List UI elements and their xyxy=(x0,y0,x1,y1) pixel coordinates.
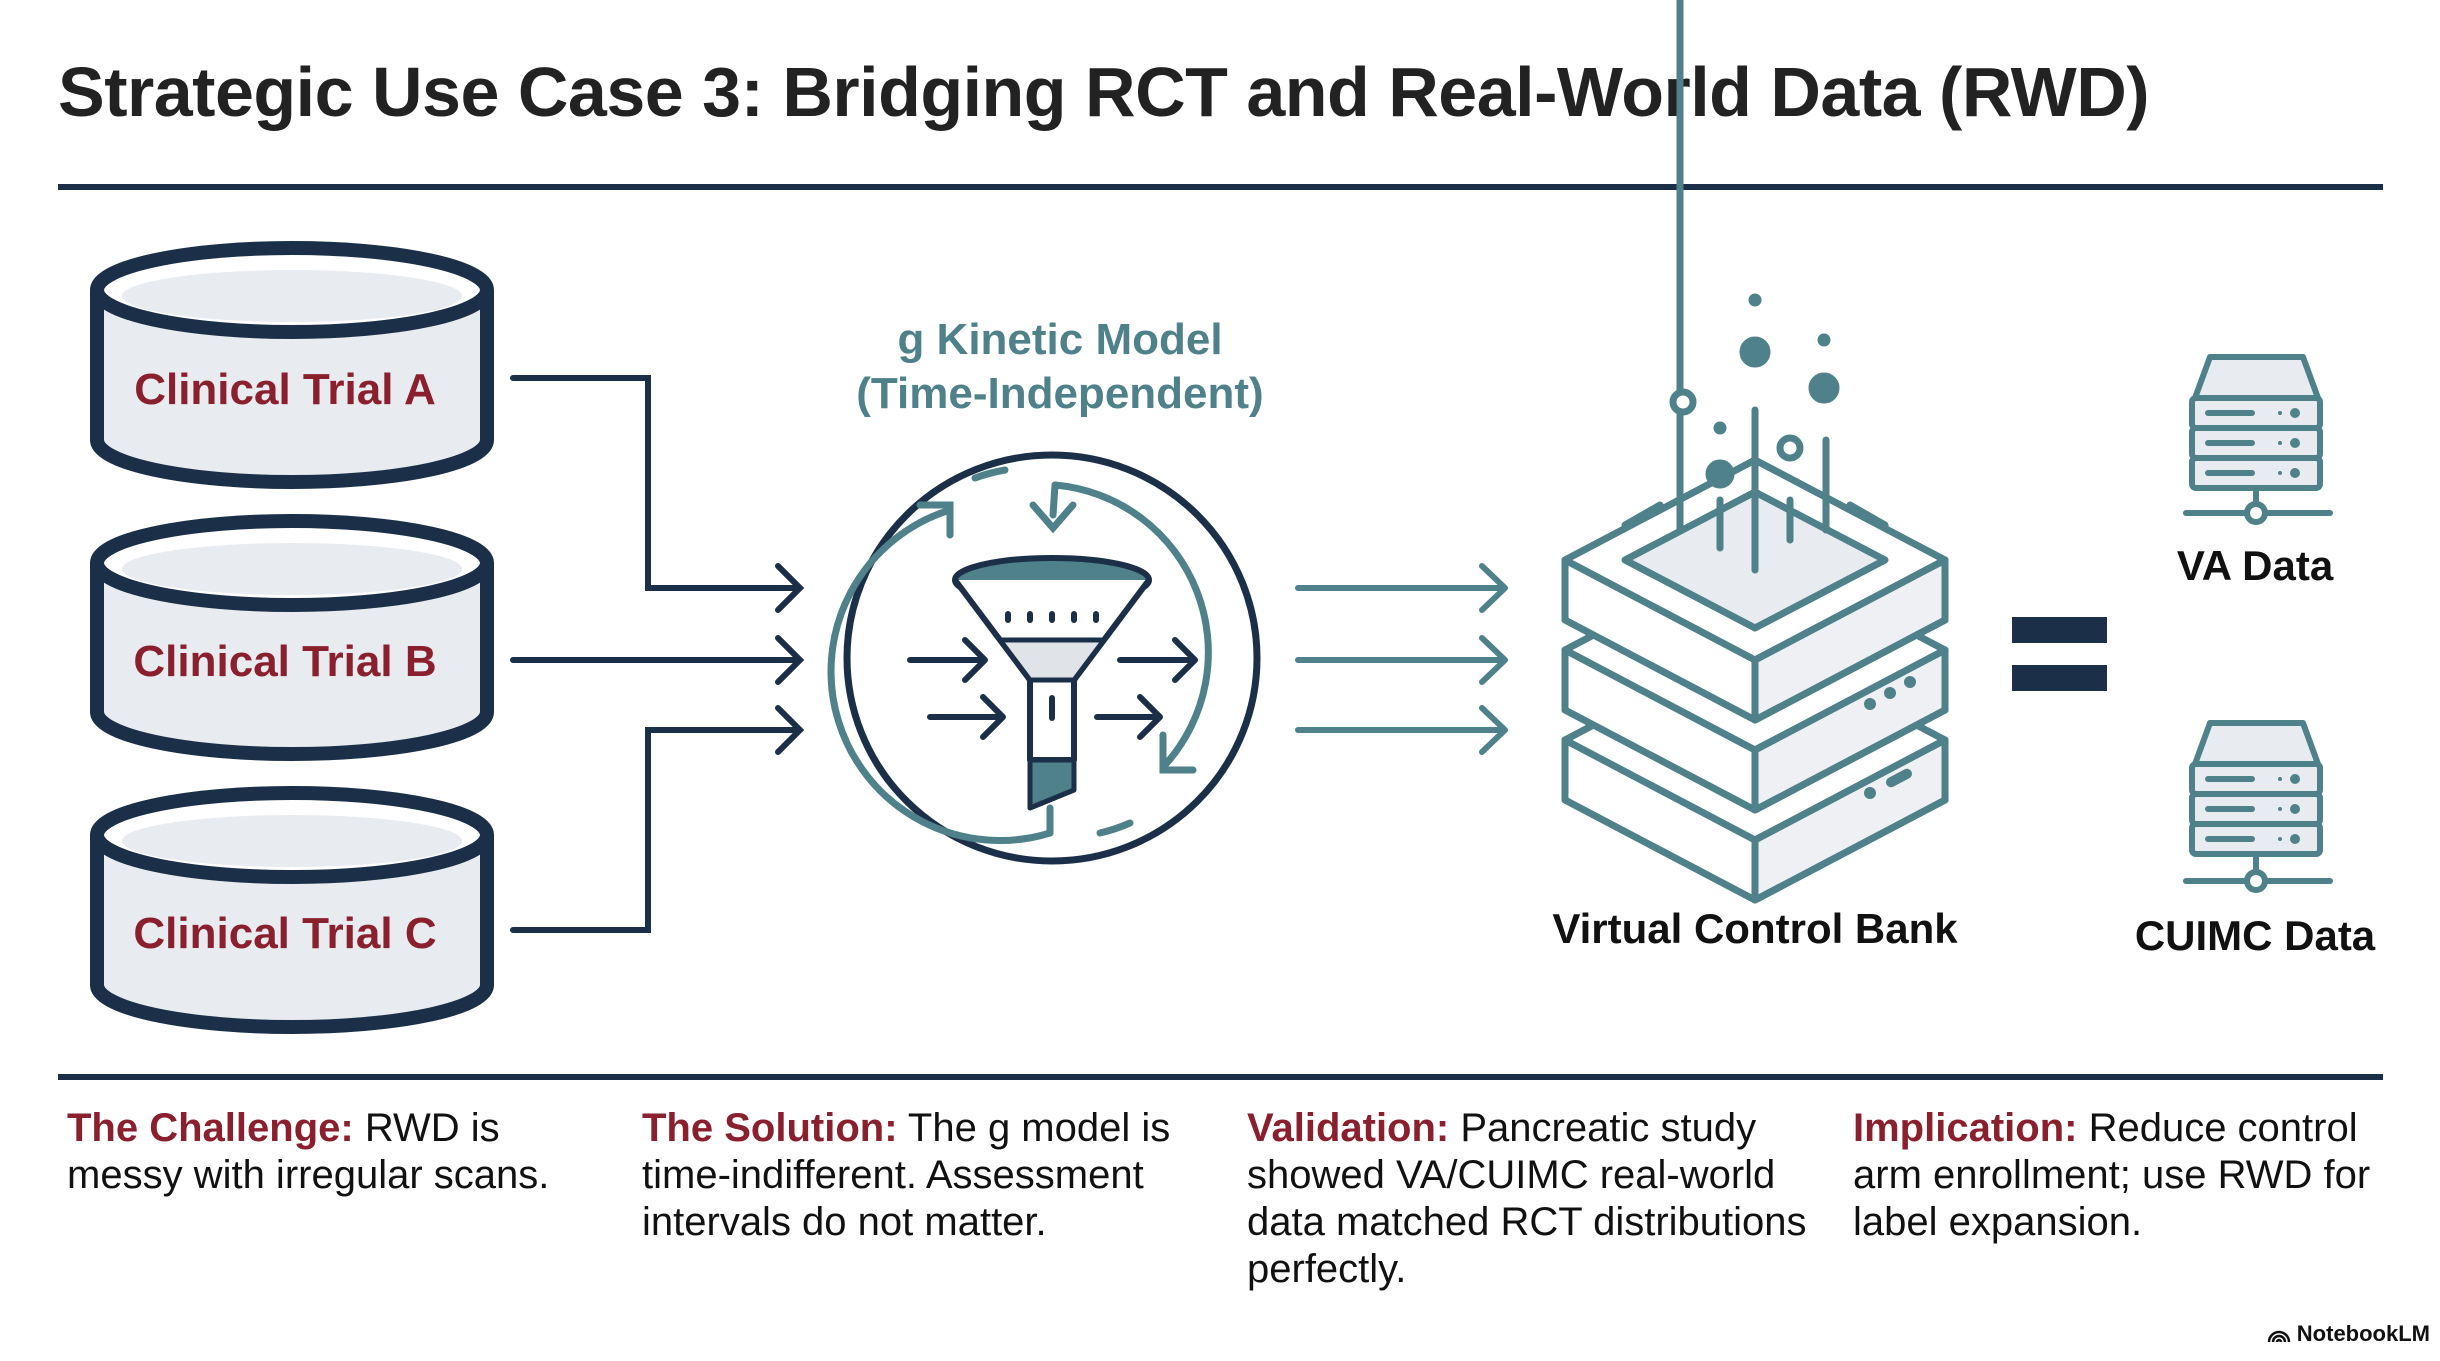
connector-arrow-b xyxy=(510,635,805,685)
title-divider xyxy=(58,184,2383,190)
source-label: Clinical Trial C xyxy=(133,909,436,958)
cuimc-data-label: CUIMC Data xyxy=(2134,912,2376,959)
server-icon-cuimc xyxy=(2183,720,2333,893)
notebooklm-logo-icon xyxy=(2267,1330,2291,1343)
funnel-cycle-icon xyxy=(827,451,1261,865)
validation-text: Pancreatic study showed VA/CUIMC real-wo… xyxy=(1247,1106,1807,1291)
source-label: Clinical Trial A xyxy=(134,365,436,414)
page-title: Strategic Use Case 3: Bridging RCT and R… xyxy=(58,53,2150,131)
solution-column: The Solution: The g model is time-indiff… xyxy=(642,1105,1182,1246)
output-arrow-1 xyxy=(1295,563,1508,613)
brand-label: NotebookLM xyxy=(2296,1321,2430,1346)
solution-text: The g model is time-indifferent. Assessm… xyxy=(642,1106,1171,1244)
output-arrow-3 xyxy=(1295,705,1508,755)
server-icon-va xyxy=(2183,354,2333,525)
challenge-text: RWD is messy with irregular scans. xyxy=(67,1106,550,1197)
va-data-label: VA Data xyxy=(2176,542,2334,589)
bank-label: Virtual Control Bank xyxy=(1552,905,1958,952)
implication-column: Implication: Reduce control arm enrollme… xyxy=(1853,1105,2383,1246)
source-label: Clinical Trial B xyxy=(133,637,436,686)
model-title-line1: g Kinetic Model xyxy=(897,315,1223,364)
challenge-heading: The Challenge: xyxy=(67,1106,354,1150)
solution-heading: The Solution: xyxy=(642,1106,898,1150)
source-cylinder-a: Clinical Trial A xyxy=(90,241,494,489)
challenge-column: The Challenge: RWD is messy with irregul… xyxy=(67,1105,587,1199)
connector-arrow-a xyxy=(510,375,805,613)
model-title-line2: (Time-Independent) xyxy=(856,369,1264,418)
stacked-database-icon xyxy=(1561,0,1949,904)
source-cylinder-c: Clinical Trial C xyxy=(90,786,494,1034)
equals-sign xyxy=(2012,617,2107,691)
brand-watermark: NotebookLM xyxy=(2267,1321,2430,1347)
implication-heading: Implication: xyxy=(1853,1106,2078,1150)
model-title: g Kinetic Model (Time-Independent) xyxy=(780,313,1340,421)
connector-arrow-c xyxy=(510,705,805,933)
implication-text: Reduce control arm enrollment; use RWD f… xyxy=(1853,1106,2371,1244)
source-cylinder-b: Clinical Trial B xyxy=(90,514,494,761)
validation-heading: Validation: xyxy=(1247,1106,1450,1150)
section-divider xyxy=(58,1074,2383,1080)
validation-column: Validation: Pancreatic study showed VA/C… xyxy=(1247,1105,1807,1293)
output-arrow-2 xyxy=(1295,635,1508,685)
